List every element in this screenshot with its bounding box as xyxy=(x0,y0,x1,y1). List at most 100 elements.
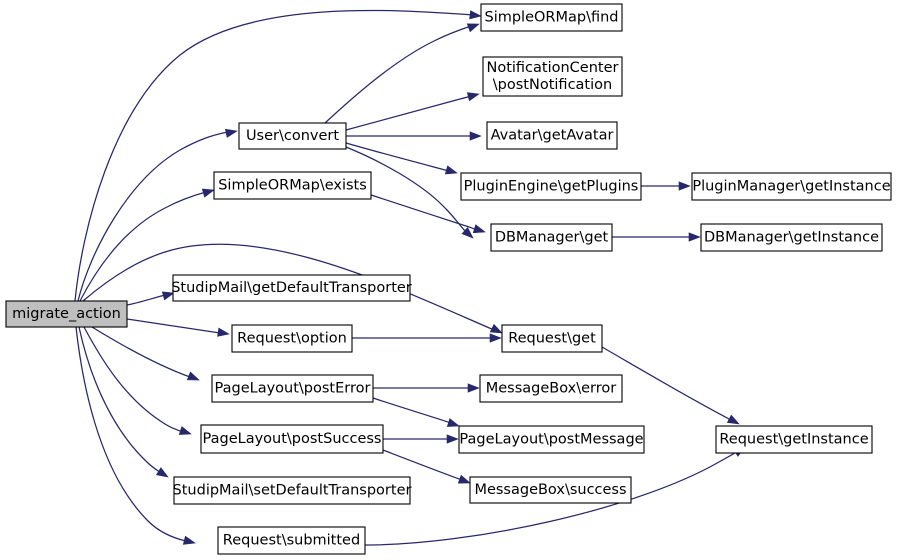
edge-line xyxy=(74,9,475,302)
arrowhead-icon xyxy=(224,128,238,138)
arrowhead-icon xyxy=(678,181,691,191)
edge-migrate_action-to-simpleormap_find xyxy=(74,9,482,302)
node-box[interactable] xyxy=(217,526,366,555)
node-label: Avatar\getAvatar xyxy=(491,128,614,144)
node-box[interactable] xyxy=(490,223,613,252)
node-request_getinstance[interactable]: Request\getInstance xyxy=(715,425,873,454)
arrowhead-icon xyxy=(489,323,503,334)
node-studipmail_getdefaulttransporter[interactable]: StudipMail\getDefaultTransporter xyxy=(171,274,412,302)
node-studipmail_setdefaulttransporter[interactable]: StudipMail\setDefaultTransporter xyxy=(173,476,412,505)
edge-migrate_action-to-pagelayout_posterror xyxy=(91,326,200,381)
edge-migrate_action-to-request_submitted xyxy=(75,326,196,545)
node-label: DBManager\get xyxy=(495,230,609,246)
node-label: PluginManager\getInstance xyxy=(692,179,890,195)
arrowhead-icon xyxy=(446,434,459,444)
edge-request_get-to-request_getinstance xyxy=(601,346,740,425)
node-box[interactable] xyxy=(172,274,411,302)
node-box[interactable] xyxy=(691,172,892,201)
node-user_convert[interactable]: User\convert xyxy=(238,122,347,150)
node-messagebox_success[interactable]: MessageBox\success xyxy=(469,476,632,504)
arrowhead-icon xyxy=(466,92,480,102)
edge-line xyxy=(78,326,162,474)
edge-user_convert-to-pluginengine_getplugins xyxy=(345,142,458,175)
edge-line xyxy=(364,450,739,546)
node-label: Request\submitted xyxy=(223,533,360,549)
node-box[interactable] xyxy=(460,172,642,201)
nodes-layer: migrate_action User\convertSimpleORMap\ex… xyxy=(5,3,892,555)
node-label: StudipMail\setDefaultTransporter xyxy=(173,483,412,499)
node-box[interactable] xyxy=(200,424,384,454)
arrowhead-icon xyxy=(446,418,460,427)
node-messagebox_error[interactable]: MessageBox\error xyxy=(479,374,623,403)
node-label: MessageBox\success xyxy=(474,482,626,498)
node-request_submitted[interactable]: Request\submitted xyxy=(217,526,366,555)
node-request_get[interactable]: Request\get xyxy=(501,324,603,353)
node-box[interactable] xyxy=(211,374,374,403)
node-avatar_getavatar[interactable]: Avatar\getAvatar xyxy=(486,121,618,150)
edge-user_convert-to-notificationcenter_postnotification xyxy=(345,92,480,131)
node-box[interactable] xyxy=(238,122,347,150)
node-box[interactable] xyxy=(479,374,623,403)
node-label: SimpleORMap\find xyxy=(484,10,618,26)
node-box[interactable] xyxy=(501,324,603,353)
node-box[interactable] xyxy=(458,425,645,454)
node-simpleormap_exists[interactable]: SimpleORMap\exists xyxy=(213,171,372,200)
arrowhead-icon xyxy=(726,414,740,425)
node-label: MessageBox\error xyxy=(486,381,617,397)
node-label: NotificationCenter\postNotification xyxy=(486,60,618,93)
node-box[interactable] xyxy=(173,476,411,505)
edge-line xyxy=(372,397,452,424)
arrowhead-icon xyxy=(182,535,196,545)
edge-line xyxy=(79,191,207,302)
node-pagelayout_posterror[interactable]: PageLayout\postError xyxy=(211,374,374,403)
edge-user_convert-to-simpleormap_find xyxy=(324,23,480,124)
node-dbmanager_get[interactable]: DBManager\get xyxy=(490,223,613,252)
arrowhead-icon xyxy=(472,224,486,234)
edge-line xyxy=(77,131,229,302)
node-box[interactable] xyxy=(5,300,128,328)
node-label: DBManager\getInstance xyxy=(704,230,879,246)
edge-line xyxy=(324,25,472,124)
arrowhead-icon xyxy=(155,467,169,478)
edge-pagelayout_postsuccess-to-pagelayout_postmessage xyxy=(383,434,459,444)
arrowhead-icon xyxy=(457,474,471,484)
edge-pagelayout_posterror-to-pagelayout_postmessage xyxy=(372,397,460,427)
edge-migrate_action-to-pagelayout_postsuccess xyxy=(83,326,192,435)
edge-line xyxy=(91,326,191,378)
edge-line xyxy=(126,318,221,334)
node-pluginengine_getplugins[interactable]: PluginEngine\getPlugins xyxy=(460,172,642,201)
node-box[interactable] xyxy=(213,171,372,200)
arrowhead-icon xyxy=(217,327,230,337)
node-simpleormap_find[interactable]: SimpleORMap\find xyxy=(480,3,623,32)
node-box[interactable] xyxy=(469,476,632,504)
edge-user_convert-to-dbmanager_get xyxy=(345,146,474,239)
edge-migrate_action-to-user_convert xyxy=(77,128,238,302)
node-label: User\convert xyxy=(246,128,339,144)
node-dbmanager_getinstance[interactable]: DBManager\getInstance xyxy=(700,223,883,252)
node-pagelayout_postmessage[interactable]: PageLayout\postMessage xyxy=(458,425,645,454)
node-box[interactable] xyxy=(480,3,623,32)
node-box[interactable] xyxy=(486,121,618,150)
edge-line xyxy=(126,294,168,306)
arrowhead-icon xyxy=(688,232,701,242)
node-box[interactable] xyxy=(482,56,623,97)
edge-line xyxy=(382,449,463,481)
arrowhead-icon xyxy=(466,23,480,33)
node-box[interactable] xyxy=(715,425,873,454)
node-label: StudipMail\getDefaultTransporter xyxy=(171,280,412,296)
edges-layer xyxy=(74,9,746,546)
edge-line xyxy=(345,146,467,233)
node-migrate_action[interactable]: migrate_action xyxy=(5,300,128,328)
node-notificationcenter_postnotification[interactable]: NotificationCenter\postNotification xyxy=(482,56,623,97)
edge-line xyxy=(82,243,495,331)
node-label: migrate_action xyxy=(12,306,121,322)
node-pagelayout_postsuccess[interactable]: PageLayout\postSuccess xyxy=(200,424,384,454)
node-box[interactable] xyxy=(231,324,353,353)
edge-migrate_action-to-request_option xyxy=(126,318,230,337)
node-pluginmanager_getinstance[interactable]: PluginManager\getInstance xyxy=(691,172,892,201)
node-box[interactable] xyxy=(700,223,883,252)
node-label: PluginEngine\getPlugins xyxy=(464,179,639,195)
node-request_option[interactable]: Request\option xyxy=(231,324,353,353)
